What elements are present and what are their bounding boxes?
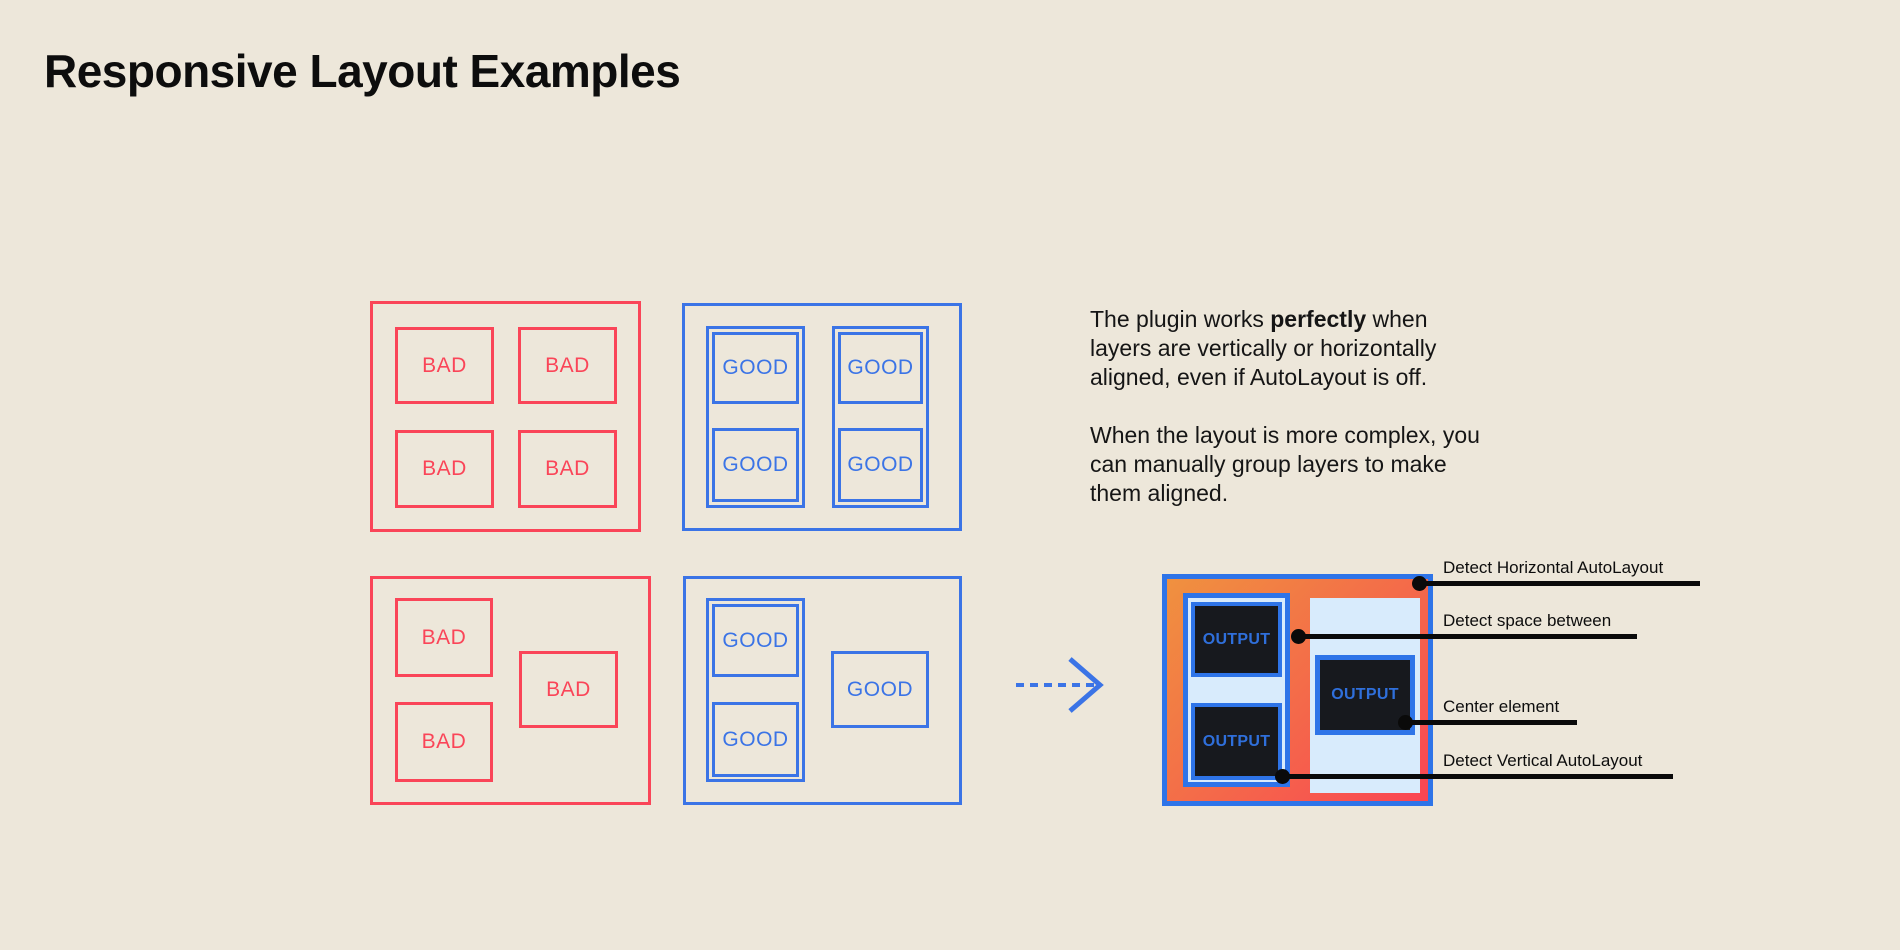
text-line: them aligned. — [1090, 480, 1229, 506]
good-box: GOOD — [838, 332, 923, 404]
text-line: When the layout is more complex, you — [1090, 422, 1480, 448]
good-box: GOOD — [712, 702, 799, 777]
good-column-group: GOOD GOOD — [706, 326, 805, 508]
bad-box: BAD — [395, 327, 494, 404]
annotation-dot — [1398, 715, 1413, 730]
output-box: OUTPUT — [1191, 602, 1282, 677]
annotation-label-detect-vertical-autolayout: Detect Vertical AutoLayout — [1443, 751, 1643, 770]
text-line: layers are vertically or horizontally — [1090, 335, 1437, 361]
annotation-dot — [1412, 576, 1427, 591]
annotation-dot — [1275, 769, 1290, 784]
annotation-dot — [1291, 629, 1306, 644]
description-paragraph-1: The plugin works perfectly when layers a… — [1090, 305, 1610, 392]
annotation-line — [1282, 774, 1673, 779]
annotation-label-center-element: Center element — [1443, 697, 1560, 716]
good-column-group: GOOD GOOD — [706, 598, 805, 782]
bad-box: BAD — [395, 702, 493, 782]
bad-box: BAD — [395, 430, 494, 508]
bad-box: BAD — [395, 598, 493, 677]
text-line: can manually group layers to make — [1090, 451, 1447, 477]
bad-box: BAD — [518, 327, 617, 404]
output-result-frame: OUTPUT OUTPUT OUTPUT — [1162, 574, 1433, 806]
annotation-line — [1405, 720, 1577, 725]
description-text: The plugin works perfectly when layers a… — [1090, 305, 1610, 508]
description-paragraph-2: When the layout is more complex, you can… — [1090, 421, 1610, 508]
bad-group-aligned: BAD BAD BAD BAD — [370, 301, 641, 532]
good-group-complex: GOOD GOOD GOOD — [683, 576, 962, 805]
good-box: GOOD — [712, 428, 799, 502]
output-vertical-autolayout-group: OUTPUT OUTPUT — [1183, 593, 1290, 787]
output-box: OUTPUT — [1191, 703, 1282, 780]
bad-box: BAD — [518, 430, 617, 508]
page-title: Responsive Layout Examples — [44, 45, 681, 97]
arrow-right-icon — [1016, 657, 1104, 713]
annotation-line — [1419, 581, 1700, 586]
good-column-group: GOOD GOOD — [832, 326, 929, 508]
bad-box: BAD — [519, 651, 618, 728]
good-box: GOOD — [838, 428, 923, 502]
text-line: aligned, even if AutoLayout is off. — [1090, 364, 1428, 390]
bad-group-complex: BAD BAD BAD — [370, 576, 651, 805]
good-box: GOOD — [712, 604, 799, 677]
good-group-aligned: GOOD GOOD GOOD GOOD — [682, 303, 962, 531]
annotation-line — [1298, 634, 1637, 639]
text-line: The plugin works perfectly when — [1090, 306, 1428, 332]
good-box: GOOD — [712, 332, 799, 404]
good-box: GOOD — [831, 651, 929, 728]
annotation-label-detect-space-between: Detect space between — [1443, 611, 1612, 630]
annotation-label-detect-horizontal-autolayout: Detect Horizontal AutoLayout — [1443, 558, 1664, 577]
